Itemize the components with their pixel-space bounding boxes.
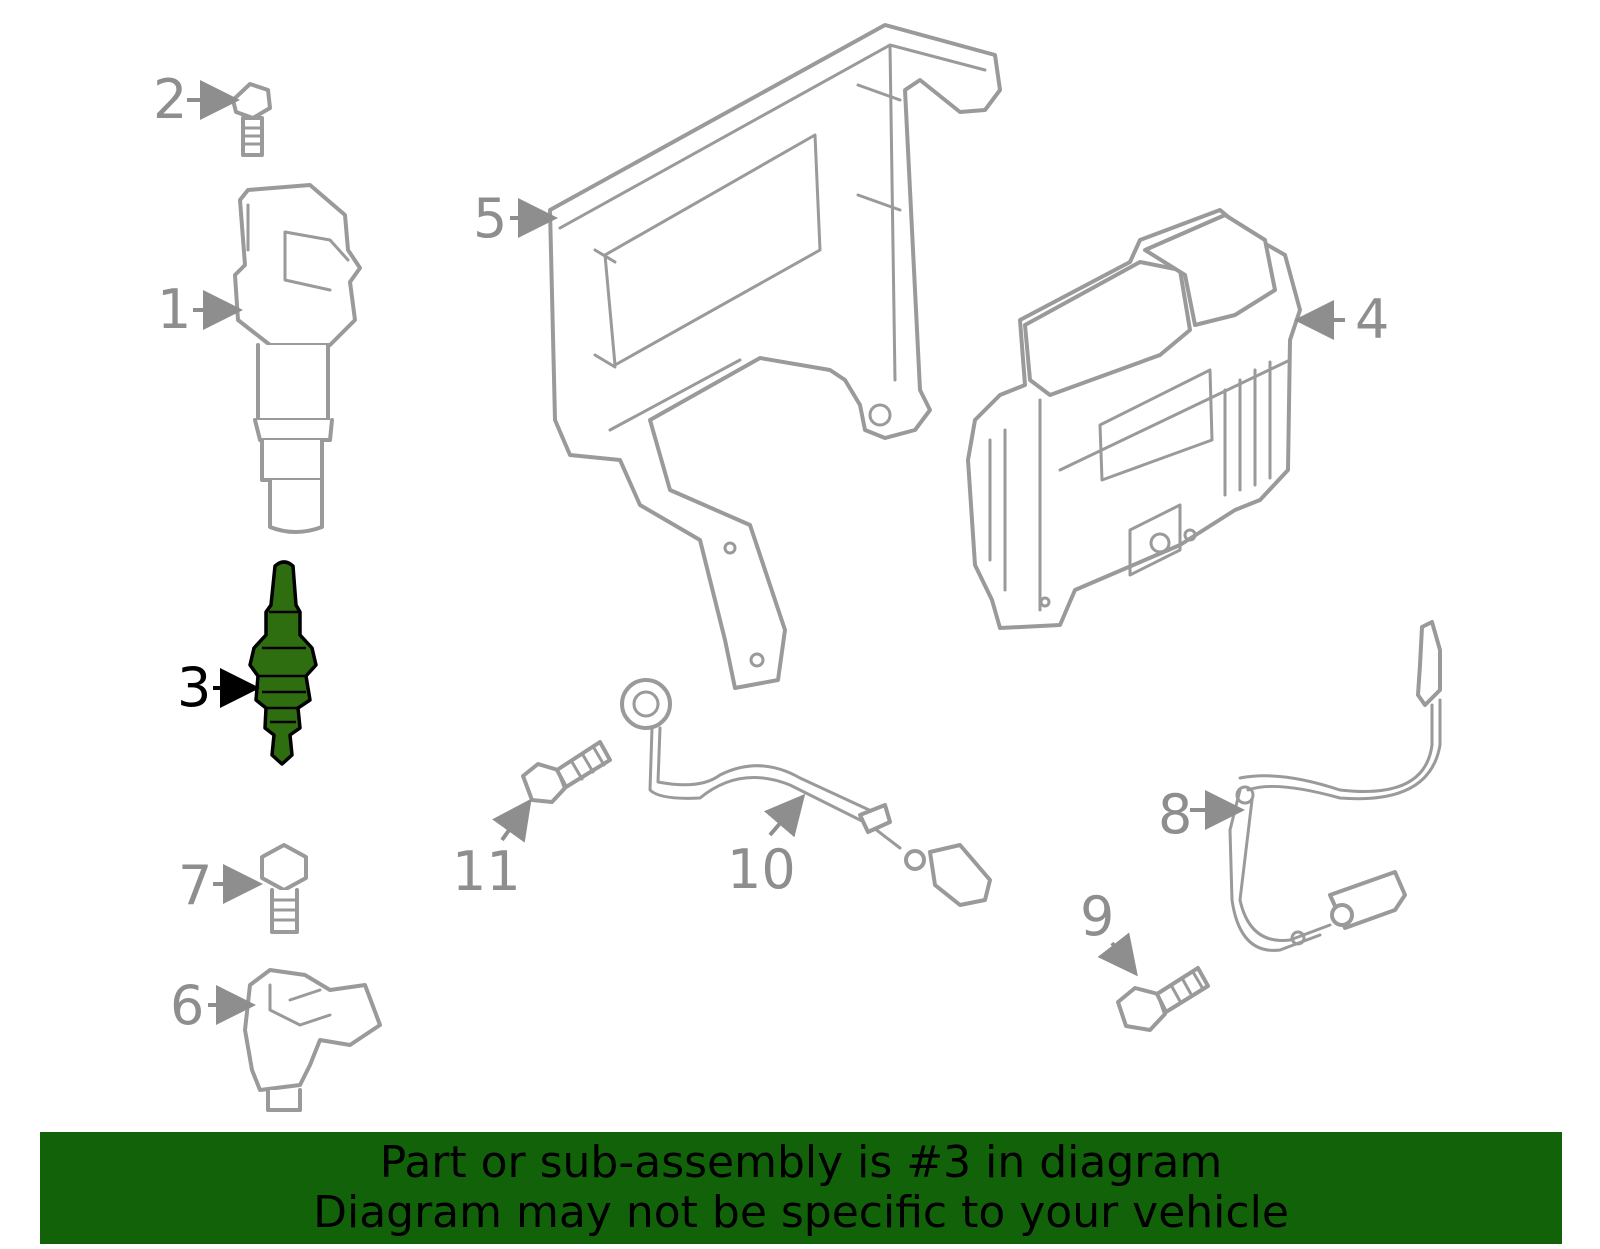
callout-3: 3 (177, 656, 211, 719)
part-2-bolt (231, 82, 272, 157)
part-4-ecu (966, 208, 1302, 630)
callout-4: 4 (1355, 288, 1389, 351)
parts-diagram: 2 1 3 7 6 5 4 11 10 8 9 (153, 23, 1442, 1112)
part-6-sensor (243, 968, 382, 1112)
info-banner: Part or sub-assembly is #3 in diagram Di… (40, 1132, 1562, 1244)
callout-10: 10 (727, 838, 796, 901)
callout-7: 7 (178, 854, 212, 917)
banner-line-2: Diagram may not be specific to your vehi… (313, 1187, 1289, 1238)
callout-8: 8 (1158, 783, 1192, 846)
callout-1: 1 (157, 278, 191, 341)
arrow-10 (763, 793, 806, 838)
callout-6: 6 (170, 974, 204, 1037)
part-9-bolt (1116, 966, 1210, 1032)
part-8-sensor (1228, 620, 1442, 952)
banner-line-1: Part or sub-assembly is #3 in diagram (379, 1137, 1223, 1188)
part-10-knock-sensor (620, 678, 992, 907)
callout-5: 5 (473, 187, 507, 250)
part-7-bolt (260, 843, 308, 934)
arrow-9 (1097, 932, 1138, 977)
part-1-ignition-coil (233, 183, 362, 534)
callout-2: 2 (153, 68, 187, 131)
part-3-spark-plug (248, 560, 318, 766)
callout-11: 11 (452, 840, 521, 903)
arrow-11 (492, 798, 532, 843)
part-11-bolt (521, 740, 612, 804)
part-5-ecu-bracket (548, 23, 1002, 690)
callout-9: 9 (1080, 885, 1114, 948)
